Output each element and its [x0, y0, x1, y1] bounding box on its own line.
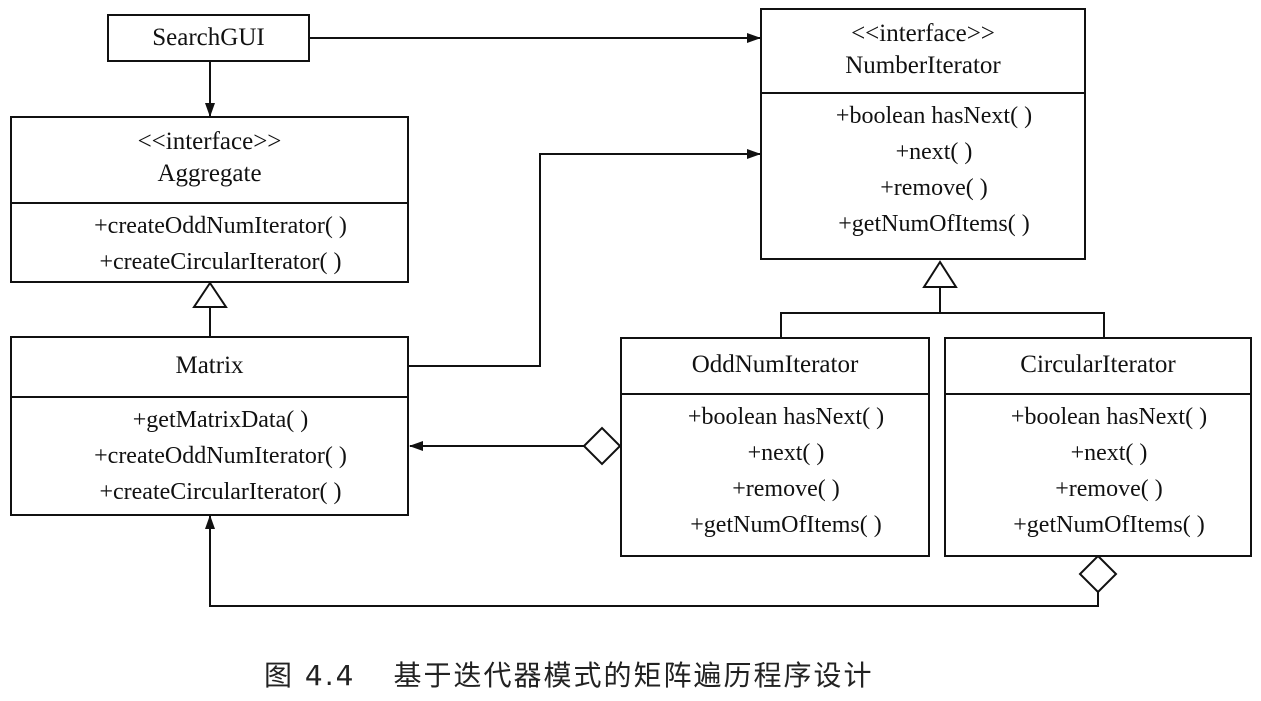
class-circulariterator: CircularIterator +boolean hasNext( ) +ne… [944, 337, 1252, 557]
assoc-matrix-numberiterator [407, 149, 761, 367]
operation: +boolean hasNext( ) [835, 103, 1033, 129]
class-numberiterator: <<interface>> NumberIterator +boolean ha… [760, 8, 1086, 260]
figure-title: 基于迭代器模式的矩阵遍历程序设计 [393, 659, 874, 692]
class-name: CircularIterator [1020, 351, 1176, 378]
aggregation-diamond-circular [1078, 554, 1118, 594]
stereotype: <<interface>> [137, 128, 282, 155]
class-name: OddNumIterator [691, 351, 859, 378]
realization-branches [780, 312, 1105, 337]
operation: +remove( ) [732, 476, 840, 502]
class-name: NumberIterator [845, 52, 1001, 79]
operation: +getNumOfItems( ) [690, 512, 882, 538]
operation: +boolean hasNext( ) [1010, 404, 1208, 430]
operation: +getNumOfItems( ) [838, 211, 1030, 237]
figure-number: 图 4.4 [264, 659, 356, 692]
operation: +createCircularIterator( ) [99, 249, 342, 275]
operation: +remove( ) [880, 175, 988, 201]
class-name: SearchGUI [152, 24, 265, 51]
figure-caption: 图 4.4 基于迭代器模式的矩阵遍历程序设计 [264, 654, 873, 694]
class-matrix: Matrix +getMatrixData( ) +createOddNumIt… [10, 336, 409, 516]
realization-triangle-aggregate [192, 281, 228, 308]
operation: +createOddNumIterator( ) [94, 213, 347, 239]
operation: +createCircularIterator( ) [99, 479, 342, 505]
operation: +next( ) [895, 139, 973, 165]
class-aggregate: <<interface>> Aggregate +createOddNumIte… [10, 116, 409, 283]
operation: +createOddNumIterator( ) [94, 443, 347, 469]
class-name: Matrix [175, 352, 244, 379]
operation: +getMatrixData( ) [132, 407, 309, 433]
realization-triangle-numberiterator [922, 260, 958, 288]
operation: +next( ) [1070, 440, 1148, 466]
operation: +getNumOfItems( ) [1013, 512, 1205, 538]
operation: +remove( ) [1055, 476, 1163, 502]
operation: +next( ) [747, 440, 825, 466]
operation: +boolean hasNext( ) [687, 404, 885, 430]
class-name: Aggregate [157, 160, 262, 187]
aggregation-circular-matrix [205, 515, 1099, 607]
class-oddnumiterator: OddNumIterator +boolean hasNext( ) +next… [620, 337, 930, 557]
aggregation-diamond-oddnum [582, 426, 622, 466]
class-searchgui: SearchGUI [107, 14, 310, 62]
stereotype: <<interface>> [851, 20, 995, 47]
